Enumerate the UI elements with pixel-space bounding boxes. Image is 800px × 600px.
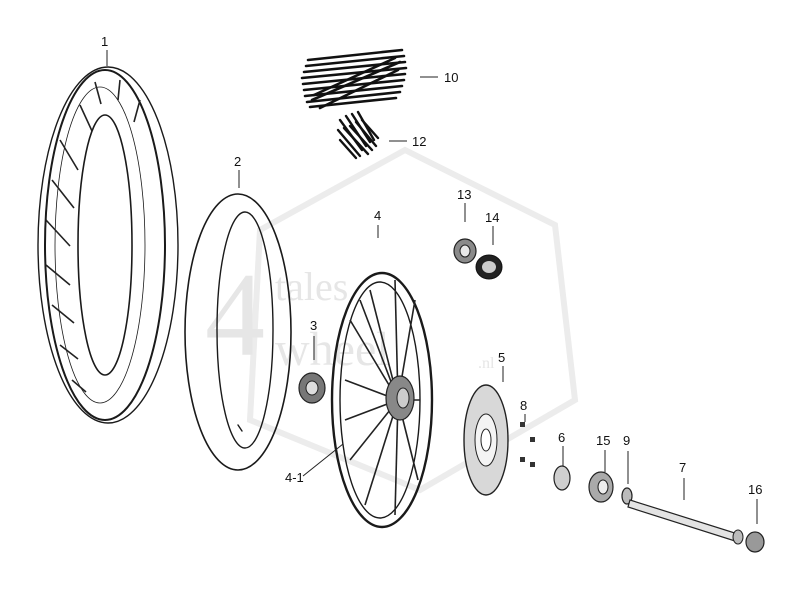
callout-1: 1 <box>101 34 108 49</box>
watermark-number: 4 <box>205 248 265 381</box>
part-rim <box>330 271 434 529</box>
part-bearing <box>453 238 477 264</box>
watermark: 4 tales wheel .nl <box>205 146 579 494</box>
callout-5: 5 <box>498 350 505 365</box>
callout-7: 7 <box>679 460 686 475</box>
part-spacer <box>553 465 571 491</box>
part-spokes <box>300 48 408 110</box>
part-bolts <box>520 422 535 467</box>
callout-labels: 1 2 3 4 4-1 5 6 7 8 9 10 12 13 14 15 16 <box>101 34 762 497</box>
part-tire <box>37 66 179 424</box>
callout-4: 4 <box>374 208 381 223</box>
callout-4-1: 4-1 <box>285 470 304 485</box>
part-seal <box>475 254 503 280</box>
watermark-tld: .nl <box>478 355 495 372</box>
part-15 <box>588 471 614 503</box>
part-axle <box>627 499 744 545</box>
callout-15: 15 <box>596 433 610 448</box>
callout-3: 3 <box>310 318 317 333</box>
part-brake-disc <box>463 384 509 496</box>
callout-8: 8 <box>520 398 527 413</box>
callout-14: 14 <box>485 210 499 225</box>
callout-13: 13 <box>457 187 471 202</box>
callout-6: 6 <box>558 430 565 445</box>
leader-lines <box>106 50 758 524</box>
watermark-line2: wheel <box>275 323 390 376</box>
part-inner-tube <box>184 193 292 471</box>
callout-2: 2 <box>234 154 241 169</box>
part-nipples <box>336 110 380 160</box>
callout-12: 12 <box>412 134 426 149</box>
callout-9: 9 <box>623 433 630 448</box>
watermark-line1: tales <box>275 264 348 309</box>
callout-16: 16 <box>748 482 762 497</box>
callout-10: 10 <box>444 70 458 85</box>
part-nut <box>745 531 765 553</box>
part-3-valve <box>298 372 326 404</box>
